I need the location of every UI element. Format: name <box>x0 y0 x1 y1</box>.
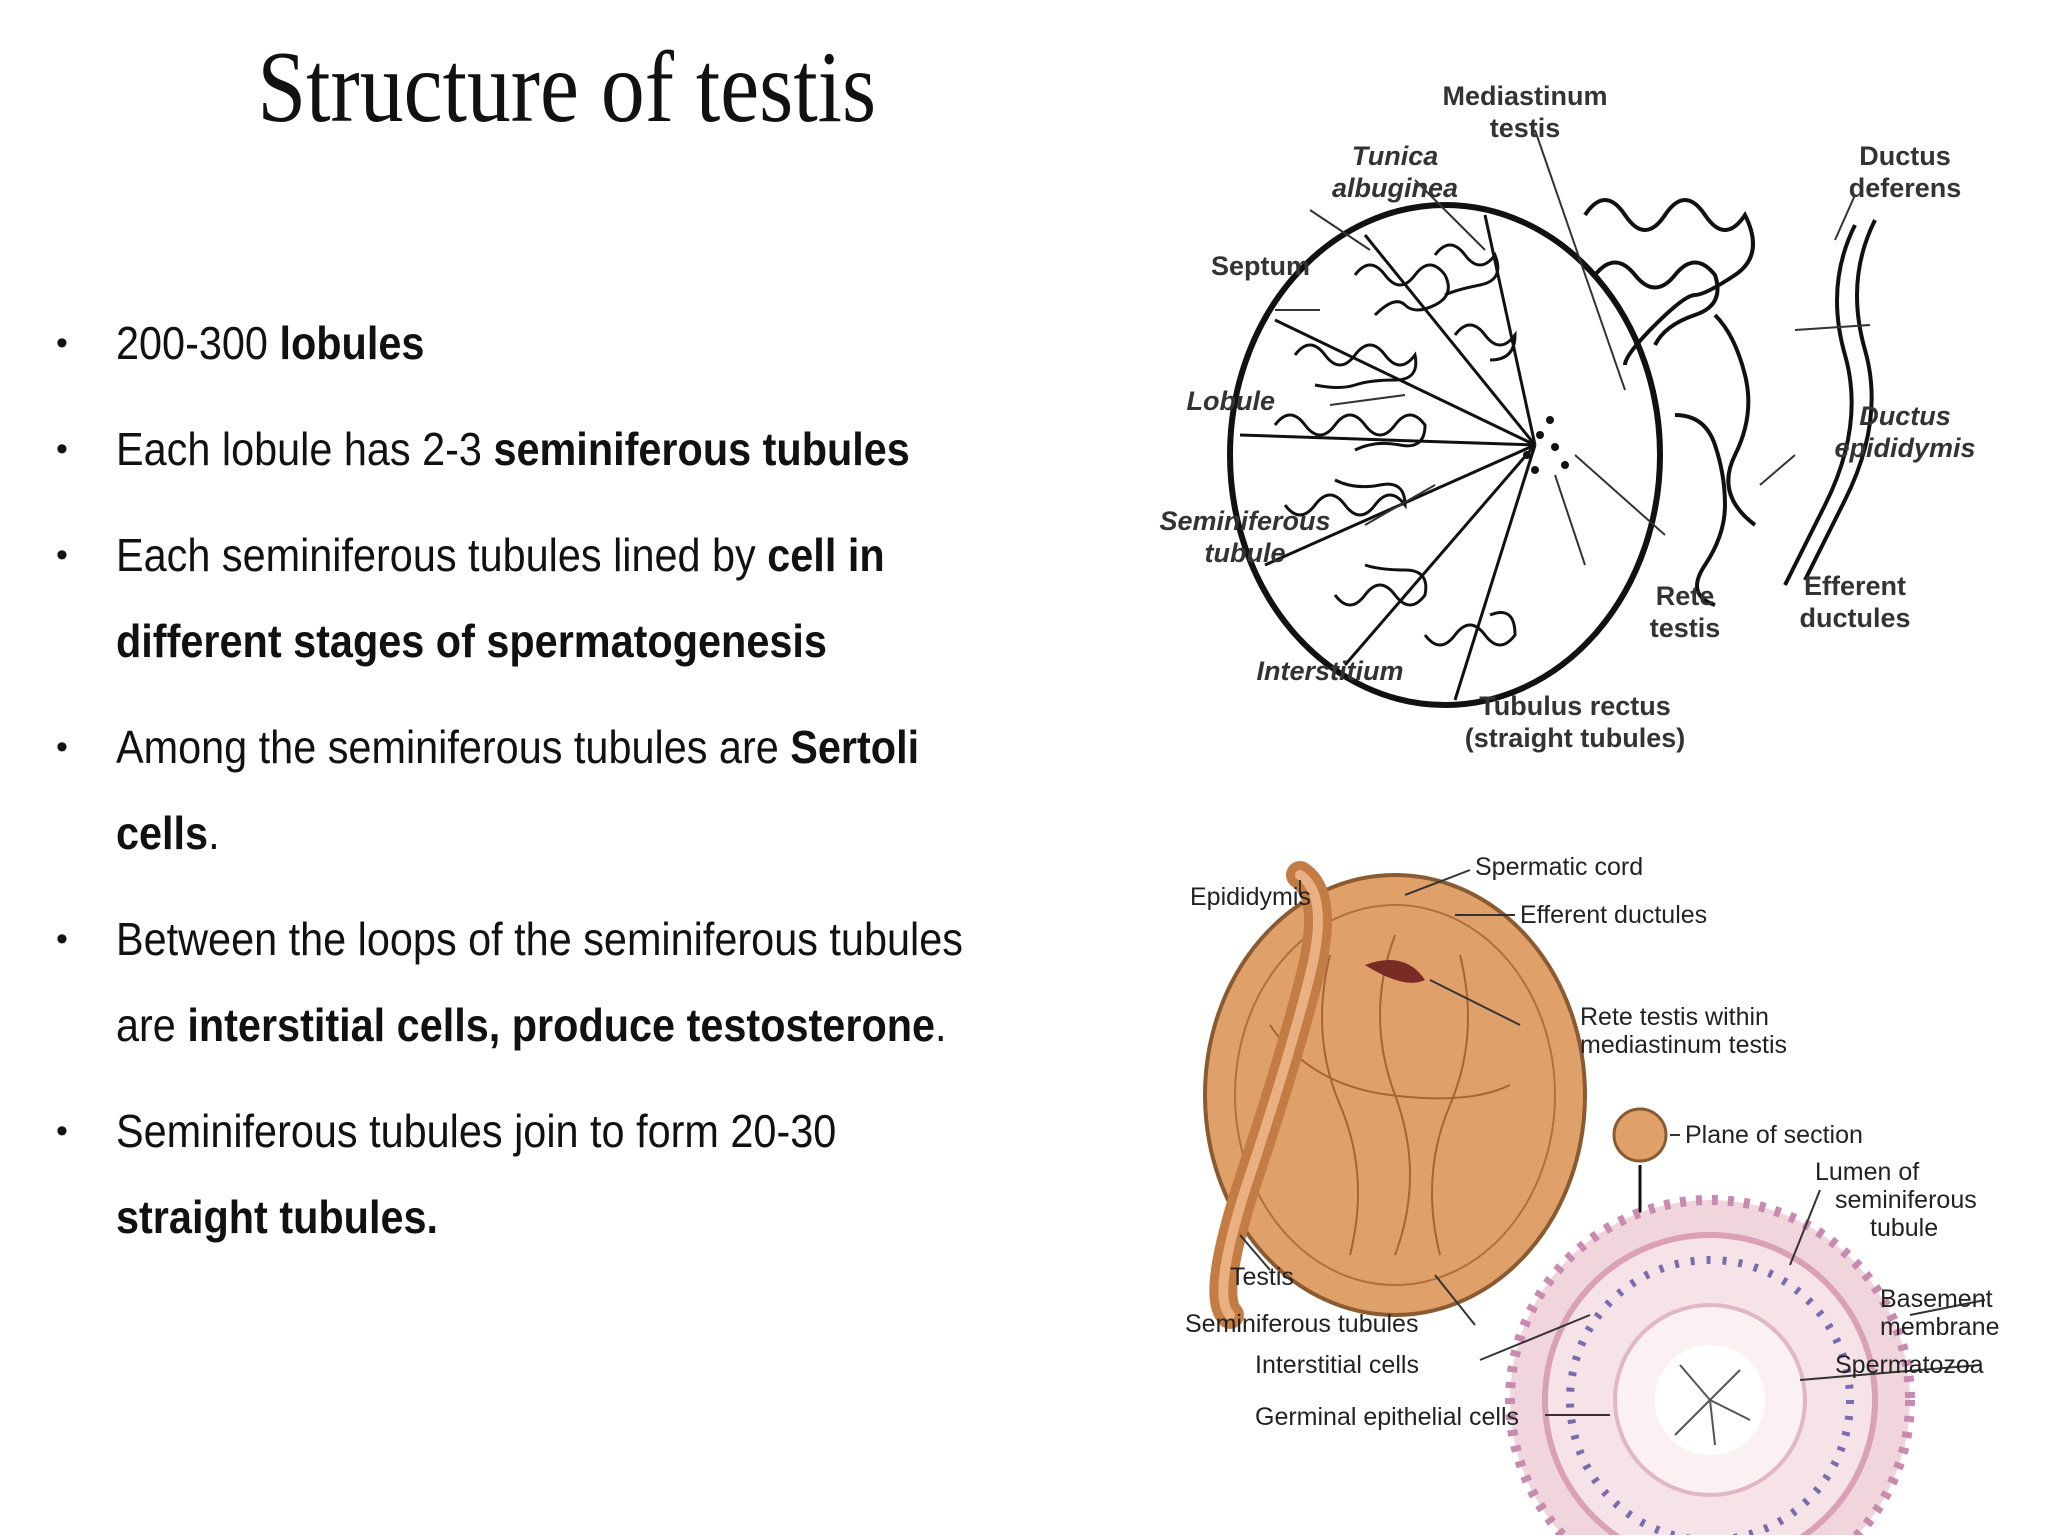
bullet-item: • Each lobule has 2-3 seminiferous tubule… <box>50 406 970 492</box>
bullet-dot-icon: • <box>56 728 68 766</box>
label-efferent-ductules-2: ductules <box>1799 603 1910 633</box>
bullet-text: Each seminiferous tubules lined by cell … <box>116 512 980 684</box>
leader-lines <box>1275 129 1871 566</box>
bullet-item: • Each seminiferous tubules lined by cell… <box>50 512 970 684</box>
bullet-bold-text: interstitial cells, produce testosterone <box>187 999 936 1051</box>
label-efferent-ductules-bottom: Efferent ductules <box>1520 901 1707 929</box>
bullet-item: • Among the seminiferous tubules are Sert… <box>50 704 970 876</box>
label-efferent-ductules: Efferent <box>1804 571 1906 601</box>
label-spermatic-cord: Spermatic cord <box>1475 853 1643 881</box>
label-rete-testis: Rete <box>1656 581 1715 611</box>
label-seminiferous-tubules: Seminiferous tubules <box>1185 1310 1418 1338</box>
label-mediastinum-2: testis <box>1490 113 1561 143</box>
label-interstitium: Interstitium <box>1256 656 1403 686</box>
tunica-albuginea-shape <box>1227 202 1663 708</box>
bullet-text: Among the seminiferous tubules are Serto… <box>116 704 980 876</box>
plane-of-section-shape <box>1612 1107 1668 1163</box>
bullet-dot-icon: • <box>56 430 68 468</box>
label-seminiferous-tubule: Seminiferous <box>1159 506 1330 536</box>
bullet-plain-text: Seminiferous tubules join to form 20-30 <box>116 1105 837 1157</box>
slide-title: Structure of testis <box>257 31 877 144</box>
bullet-tail-text: . <box>935 999 947 1051</box>
label-testis: Testis <box>1230 1263 1294 1291</box>
label-ductus-epididymis: Ductus <box>1859 401 1951 431</box>
bullet-bold-text: Sertoli cells <box>116 721 920 859</box>
bullet-plain-text: Among the seminiferous tubules are <box>116 721 791 773</box>
bullet-bold-text: seminiferous tubules <box>493 423 910 475</box>
rete-testis-network <box>1523 416 1569 474</box>
spermatozoa-shapes <box>1674 1364 1751 1446</box>
label-lumen-of: Lumen of <box>1815 1158 1919 1186</box>
rete-testis-shape <box>1365 960 1425 983</box>
bullet-text: 200-300 lobules <box>116 300 980 386</box>
label-tubulus-rectus-2: (straight tubules) <box>1465 723 1686 753</box>
epididymis-ducts <box>1583 198 1877 607</box>
bullet-bold-text: lobules <box>279 317 425 369</box>
label-epididymis: Epididymis <box>1190 883 1311 911</box>
bullet-dot-icon: • <box>56 324 68 362</box>
bullet-bold-text: cell in different stages of spermatogene… <box>116 529 885 667</box>
seminiferous-tubules-squiggles <box>1273 243 1517 647</box>
bullet-plain-text: 200-300 <box>116 317 280 369</box>
testis-schematic-diagram: Mediastinum testis Tunica albuginea Duct… <box>1159 81 1975 753</box>
bullet-dot-icon: • <box>56 920 68 958</box>
label-mediastinum: Mediastinum <box>1442 81 1607 111</box>
bullet-bold-text: straight tubules. <box>116 1191 439 1243</box>
bullet-tail-text: . <box>208 807 220 859</box>
bullet-plain-text: Each seminiferous tubules lined by <box>116 529 768 581</box>
bullet-plain-text: Between the loops of the seminiferous tu… <box>116 913 963 1051</box>
label-plane-of-section: Plane of section <box>1685 1121 1863 1149</box>
label-spermatozoa: Spermatozoa <box>1835 1351 1984 1379</box>
leader-lines-bottom <box>1239 869 1986 1416</box>
label-rete-testis-within: Rete testis within <box>1580 1003 1769 1031</box>
label-tunica: Tunica <box>1352 141 1439 171</box>
label-interstitial-cells: Interstitial cells <box>1255 1351 1419 1379</box>
label-ductus-deferens-2: deferens <box>1849 173 1962 203</box>
bullet-text: Each lobule has 2-3 seminiferous tubules <box>116 406 980 492</box>
bullet-text: Between the loops of the seminiferous tu… <box>116 896 980 1068</box>
label-germinal-epithelial-cells: Germinal epithelial cells <box>1255 1403 1519 1431</box>
label-mediastinum-testis: mediastinum testis <box>1580 1031 1787 1059</box>
bullet-list: • 200-300 lobules • Each lobule has 2-3 sem… <box>50 300 970 1280</box>
bullet-text: Seminiferous tubules join to form 20-30 … <box>116 1088 980 1260</box>
bullet-item: • Between the loops of the seminiferous t… <box>50 896 970 1068</box>
label-membrane: membrane <box>1880 1313 2000 1341</box>
bullet-item: • Seminiferous tubules join to form 20-30… <box>50 1088 970 1260</box>
label-lumen-seminiferous: seminiferous <box>1835 1186 1977 1214</box>
label-ductus-epididymis-2: epididymis <box>1834 433 1975 463</box>
bullet-plain-text: Each lobule has 2-3 <box>116 423 494 475</box>
label-tunica-2: albuginea <box>1332 173 1458 203</box>
bullet-item: • 200-300 lobules <box>50 300 970 386</box>
label-lobule: Lobule <box>1187 386 1276 416</box>
bullet-dot-icon: • <box>56 536 68 574</box>
label-seminiferous-tubule-2: tubule <box>1205 538 1286 568</box>
label-septum: Septum <box>1211 251 1310 281</box>
label-tubulus-rectus: Tubulus rectus <box>1479 691 1671 721</box>
label-rete-testis-2: testis <box>1650 613 1721 643</box>
label-ductus-deferens: Ductus <box>1859 141 1951 171</box>
bullet-dot-icon: • <box>56 1112 68 1150</box>
label-basement: Basement <box>1880 1285 1993 1313</box>
testis-colored-illustration: Spermatic cord Epididymis Efferent ductu… <box>1185 853 2000 1535</box>
label-lumen-tubule: tubule <box>1870 1214 1938 1242</box>
